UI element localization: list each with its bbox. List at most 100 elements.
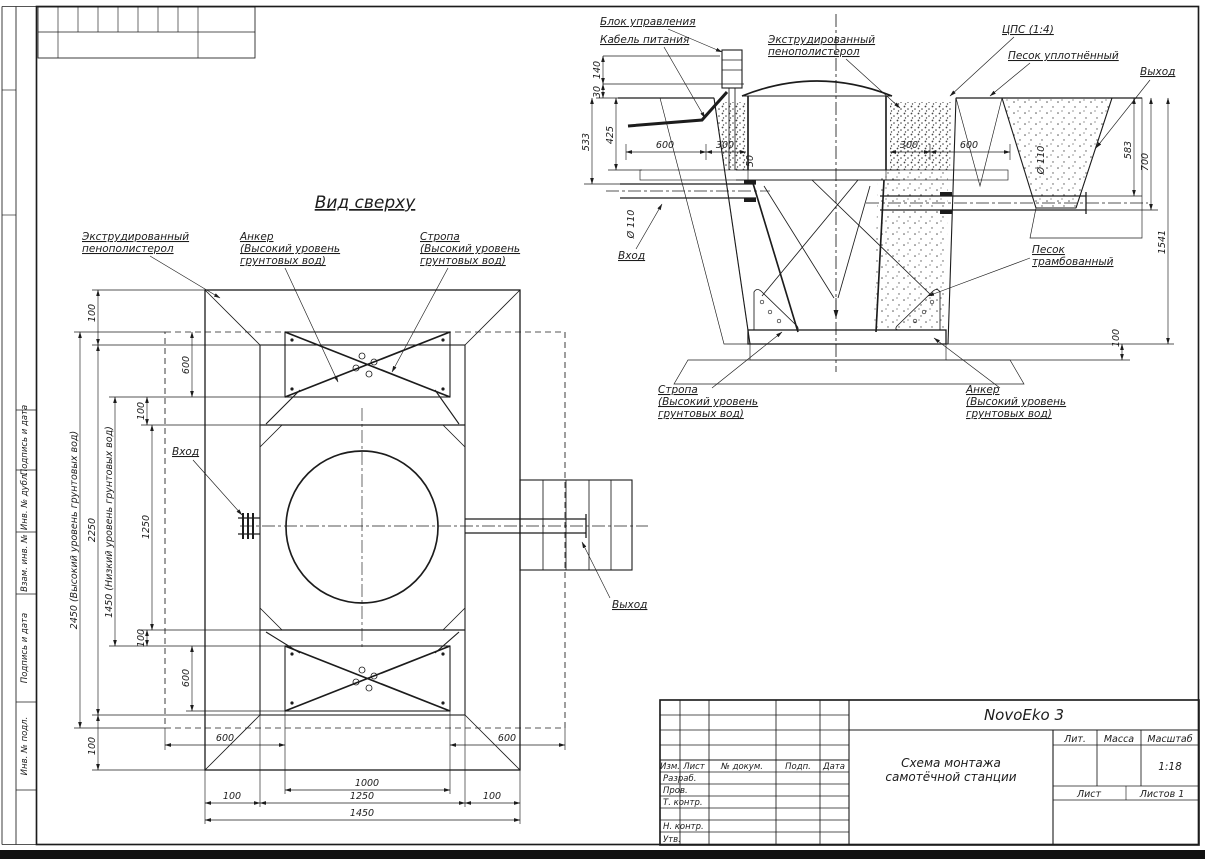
label-dia110-inlet: Ø 110 bbox=[626, 210, 637, 240]
backfill-right bbox=[874, 172, 948, 330]
massa-header: Масса bbox=[1104, 734, 1134, 745]
anchor-plate-bottom bbox=[265, 631, 460, 712]
outlet-pipe-top-view bbox=[465, 479, 633, 571]
dim-533: 533 bbox=[581, 133, 592, 151]
label-anchor-sect-1: Анкер bbox=[965, 384, 1000, 396]
label-dia110-outlet: Ø 110 bbox=[1036, 146, 1047, 176]
masshtab-header: Масштаб bbox=[1147, 734, 1192, 745]
scale-value: 1:18 bbox=[1158, 761, 1182, 773]
label-eps-1: Экструдированный bbox=[81, 231, 189, 243]
row-razrab: Разраб. bbox=[663, 774, 696, 784]
top-view-labels: Экструдированный пенополистерол Анкер (В… bbox=[81, 231, 647, 611]
eps-collar-left bbox=[716, 102, 746, 170]
inlet-pipe-section bbox=[606, 180, 770, 202]
label-outlet-sect: Выход bbox=[1140, 66, 1175, 78]
top-view: Вид сверху bbox=[69, 193, 648, 824]
section-view: 140 30 533 425 600 300 50 300 600 bbox=[581, 14, 1175, 420]
dim-700: 700 bbox=[1140, 153, 1151, 171]
earth-under-pit bbox=[673, 359, 1025, 385]
outlet-pipe-section bbox=[866, 192, 1148, 214]
dim-100-tl: 100 bbox=[87, 304, 98, 322]
eps-sheet-right bbox=[885, 169, 1009, 181]
dim-100-b: 100 bbox=[136, 629, 147, 647]
label-sling-2: (Высокий уровень bbox=[420, 243, 520, 255]
dim-425: 425 bbox=[605, 126, 616, 144]
inlet-stub bbox=[238, 513, 260, 539]
tank-section bbox=[736, 80, 947, 345]
dim-600-bottom: 600 bbox=[181, 669, 192, 687]
dim-1450-low: 1450 (Низкий уровень грунтовых вод) bbox=[104, 426, 115, 618]
dim-100-bl: 100 bbox=[87, 737, 98, 755]
col-dokum: № докум. bbox=[720, 762, 763, 772]
label-sand-compacted: Песок уплотнённый bbox=[1008, 50, 1119, 62]
dim-100-t: 100 bbox=[136, 402, 147, 420]
strip-caption-4: Подпись и дата bbox=[20, 613, 30, 683]
section-dimensions: 140 30 533 425 600 300 50 300 600 bbox=[581, 55, 1174, 361]
col-data: Дата bbox=[822, 762, 845, 772]
dim-1250-h: 1250 bbox=[350, 791, 374, 802]
strip-caption-1: Подпись и дата bbox=[20, 405, 30, 475]
control-unit bbox=[627, 49, 743, 170]
dim-30: 30 bbox=[592, 86, 603, 98]
dim-300-l: 300 bbox=[716, 140, 734, 151]
label-eps-sect-1: Экструдированный bbox=[767, 34, 875, 46]
label-inlet-sect: Вход bbox=[618, 250, 645, 262]
label-sling-3: грунтовых вод) bbox=[420, 255, 506, 267]
dim-2250: 2250 bbox=[87, 518, 98, 542]
section-labels: Блок управления Кабель питания Экструдир… bbox=[600, 16, 1175, 420]
label-cps: ЦПС (1:4) bbox=[1002, 24, 1054, 36]
top-view-dimensions: 2450 (Высокий уровень грунтовых вод) 100… bbox=[69, 289, 566, 822]
pit-bottom-outline bbox=[259, 344, 466, 716]
label-power-cable: Кабель питания bbox=[600, 34, 689, 46]
label-inlet: Вход bbox=[172, 446, 199, 458]
dim-2450: 2450 (Высокий уровень грунтовых вод) bbox=[69, 431, 80, 629]
sheets-label: Листов 1 bbox=[1139, 789, 1185, 800]
sheet-frame bbox=[0, 5, 1205, 859]
row-prov: Пров. bbox=[663, 786, 688, 796]
dim-300-r: 300 bbox=[900, 140, 918, 151]
top-left-form-grid bbox=[37, 6, 256, 59]
label-eps-2: пенополистерол bbox=[82, 243, 174, 255]
label-eps-sect-2: пенополистерол bbox=[768, 46, 860, 58]
top-view-title: Вид сверху bbox=[315, 193, 417, 213]
left-strip: Подпись и дата Инв. № дубл. Взам. инв. №… bbox=[16, 405, 36, 791]
label-sling-sect-2: (Высокий уровень bbox=[658, 396, 758, 408]
anchor-wing-right bbox=[895, 289, 941, 331]
row-tkontr: Т. контр. bbox=[663, 798, 703, 808]
product-designation: NovoEko 3 bbox=[984, 706, 1064, 724]
top-view-extension-lines bbox=[74, 289, 566, 824]
eps-sheet-left bbox=[639, 169, 749, 181]
dim-583: 583 bbox=[1123, 141, 1134, 159]
label-anchor-sect-3: грунтовых вод) bbox=[966, 408, 1052, 420]
title-block: NovoEko 3 Схема монтажа самотёчной станц… bbox=[659, 699, 1200, 846]
dim-50: 50 bbox=[745, 155, 756, 167]
row-utv: Утв. bbox=[663, 835, 681, 845]
sand-bed bbox=[749, 343, 947, 361]
label-anchor-2: (Высокий уровень bbox=[240, 243, 340, 255]
col-list: Лист bbox=[682, 762, 706, 772]
dim-600-bl: 600 bbox=[216, 733, 234, 744]
label-anchor-sect-2: (Высокий уровень bbox=[966, 396, 1066, 408]
dim-100-hl: 100 bbox=[223, 791, 241, 802]
dim-1250-v: 1250 bbox=[141, 515, 152, 539]
dim-600-br: 600 bbox=[498, 733, 516, 744]
col-podp: Подп. bbox=[785, 762, 811, 772]
anchor-plate-top bbox=[265, 331, 460, 425]
doc-name-line2: самотёчной станции bbox=[885, 770, 1016, 784]
doc-name-line1: Схема монтажа bbox=[901, 756, 1001, 770]
sling-line-left bbox=[761, 179, 859, 297]
base-plate bbox=[747, 329, 947, 345]
label-sling-1: Стропа bbox=[420, 231, 460, 243]
col-izm: Изм. bbox=[660, 762, 680, 772]
label-sling-sect-1: Стропа bbox=[658, 384, 698, 396]
dim-100-bed: 100 bbox=[1111, 329, 1122, 347]
label-sand-tamped-1: Песок bbox=[1032, 244, 1066, 256]
anchor-wing-left bbox=[753, 289, 799, 331]
strip-caption-2: Инв. № дубл. bbox=[20, 472, 30, 530]
power-cable-line bbox=[627, 91, 729, 128]
sling-line-right bbox=[811, 179, 933, 297]
row-nkontr: Н. контр. bbox=[663, 822, 704, 832]
dim-140: 140 bbox=[592, 61, 603, 79]
dim-600-top: 600 bbox=[181, 356, 192, 374]
